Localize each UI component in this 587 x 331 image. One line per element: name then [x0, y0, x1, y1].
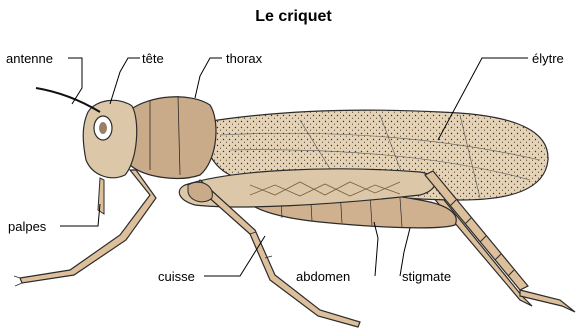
label-thorax: thorax — [226, 52, 262, 66]
head-shape — [83, 100, 137, 177]
palps — [98, 178, 104, 214]
label-tete: tête — [142, 52, 164, 66]
label-palpes: palpes — [8, 220, 46, 234]
thorax-shape — [130, 97, 216, 179]
label-abdomen: abdomen — [296, 270, 350, 284]
label-antenne: antenne — [6, 52, 53, 66]
label-cuisse: cuisse — [158, 270, 195, 284]
hind-foot — [520, 290, 575, 312]
label-elytre: élytre — [532, 52, 564, 66]
label-stigmate: stigmate — [402, 270, 451, 284]
